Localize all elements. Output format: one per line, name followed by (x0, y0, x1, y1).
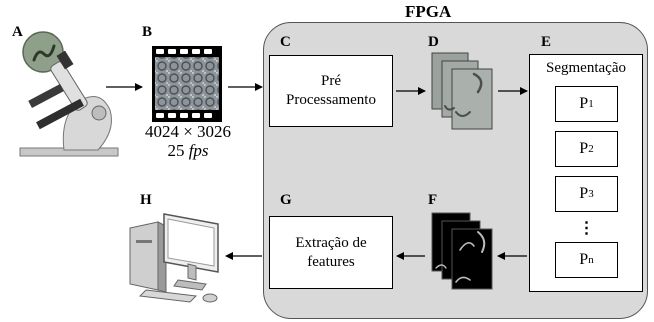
segmentation-title: Segmentação (546, 60, 626, 76)
fps-unit: fps (188, 141, 209, 160)
label-h: H (140, 192, 152, 208)
feature-extraction-line2: features (307, 253, 355, 270)
label-b: B (142, 24, 153, 40)
partition-ellipsis: ⋮ (578, 220, 595, 237)
feature-extraction-line1: Extração de (295, 234, 367, 251)
label-a: A (12, 24, 23, 40)
label-e: E (541, 34, 552, 50)
label-c: C (280, 34, 291, 50)
label-g: G (280, 192, 292, 208)
feature-extraction-box: Extração de features (269, 216, 393, 289)
fpga-title: FPGA (405, 2, 452, 21)
video-resolution: 4024 × 3026 (144, 122, 232, 141)
preprocessing-line2: Processamento (286, 92, 376, 108)
video-framerate: 25 fps (132, 141, 244, 161)
preprocessing-line1: Pré (321, 73, 341, 90)
preprocessing-box: Pré Processamento (269, 55, 393, 127)
fps-value: 25 (167, 141, 185, 160)
label-f: F (428, 192, 438, 208)
label-d: D (428, 34, 439, 50)
